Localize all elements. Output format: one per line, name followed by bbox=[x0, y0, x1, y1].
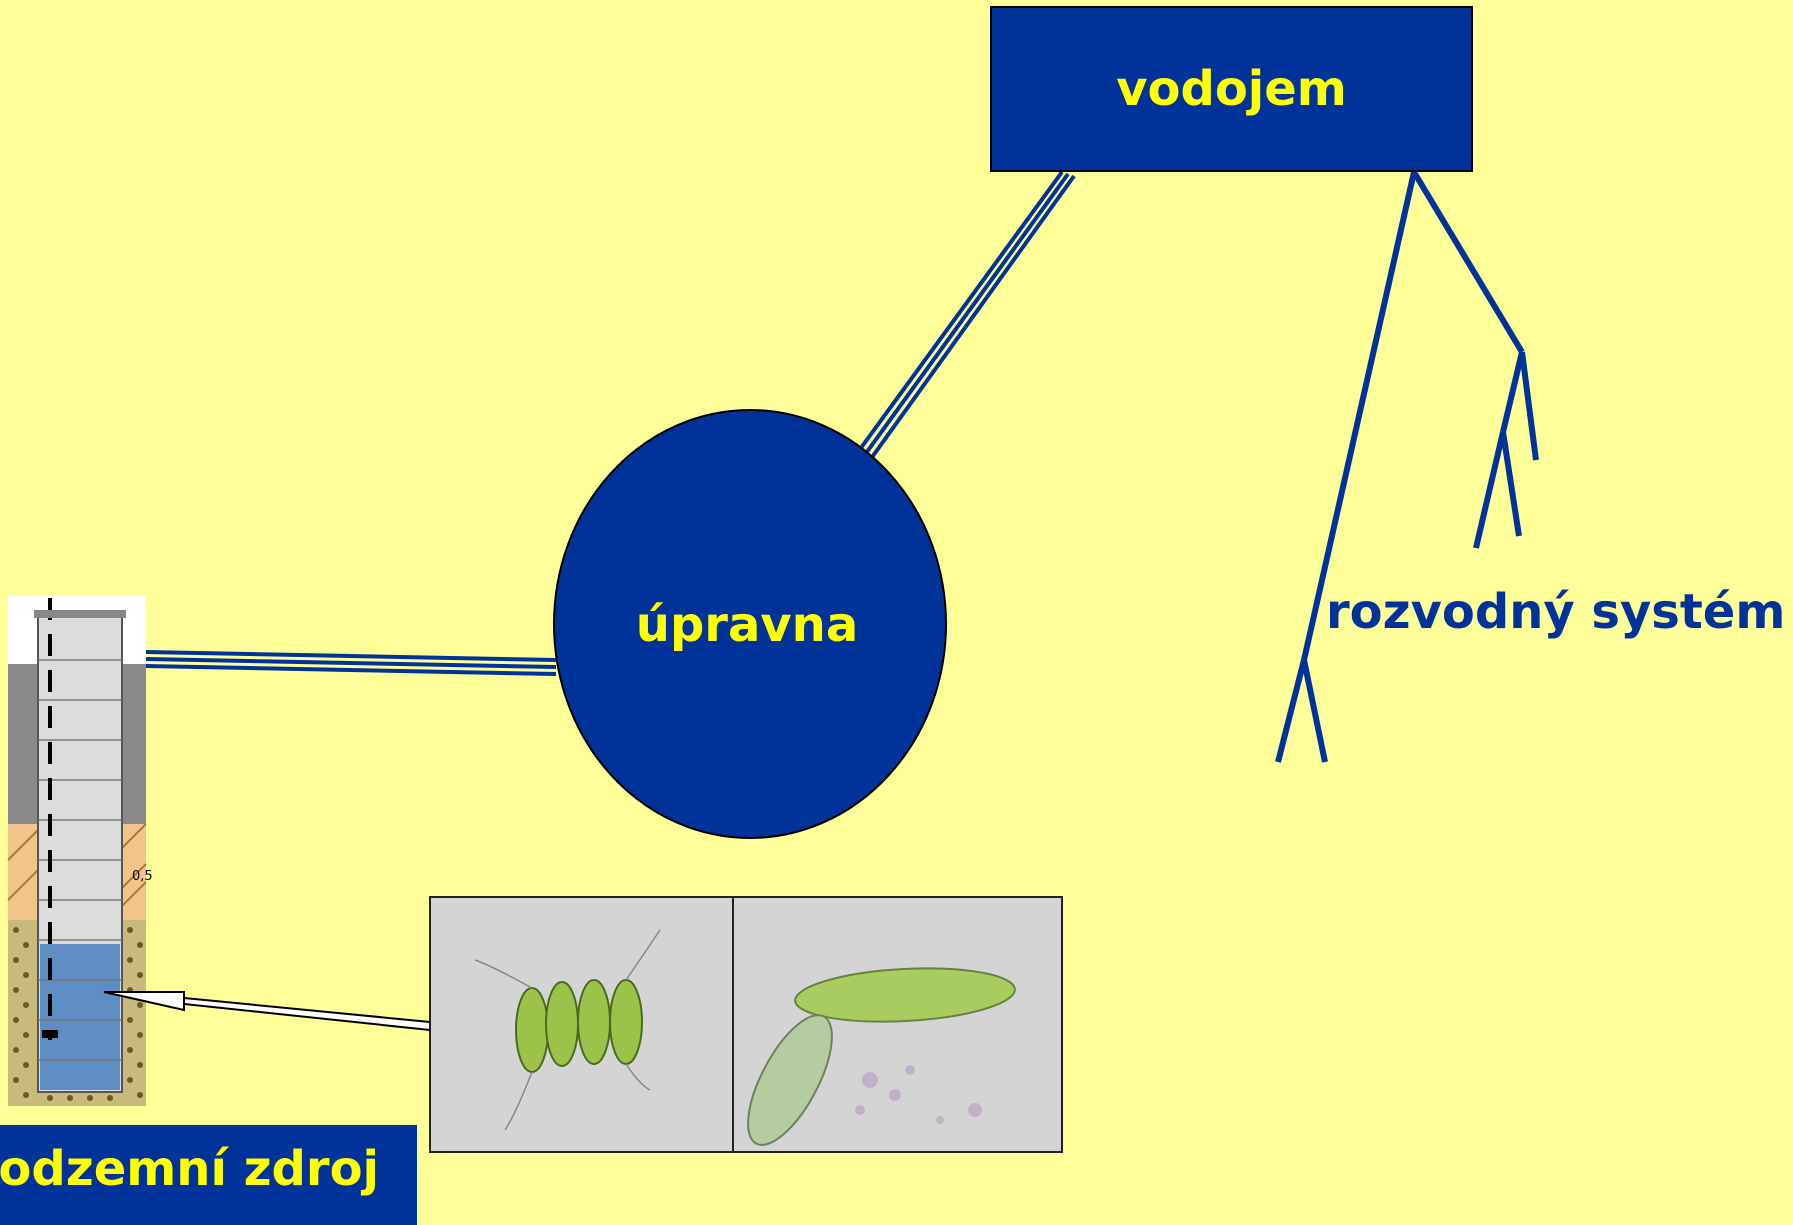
pipe-vodojem-upravna bbox=[856, 170, 1076, 462]
algae-micrograph-icon bbox=[429, 896, 1063, 1153]
pipe-zdroj-upravna bbox=[145, 650, 557, 676]
rozvodny-system-label: rozvodný systém bbox=[1326, 584, 1786, 640]
svg-text:0,5: 0,5 bbox=[132, 869, 153, 884]
arrow-micro-to-well bbox=[103, 991, 431, 1032]
distribution-branches bbox=[1275, 170, 1539, 763]
podzemni-zdroj-label: odzemní zdroj bbox=[0, 1125, 417, 1225]
upravna-label: úpravna bbox=[635, 597, 859, 653]
upravna-node bbox=[553, 409, 947, 839]
vodojem-node: vodojem bbox=[990, 6, 1473, 172]
well-cross-section-icon: 0,5 bbox=[7, 596, 153, 1106]
